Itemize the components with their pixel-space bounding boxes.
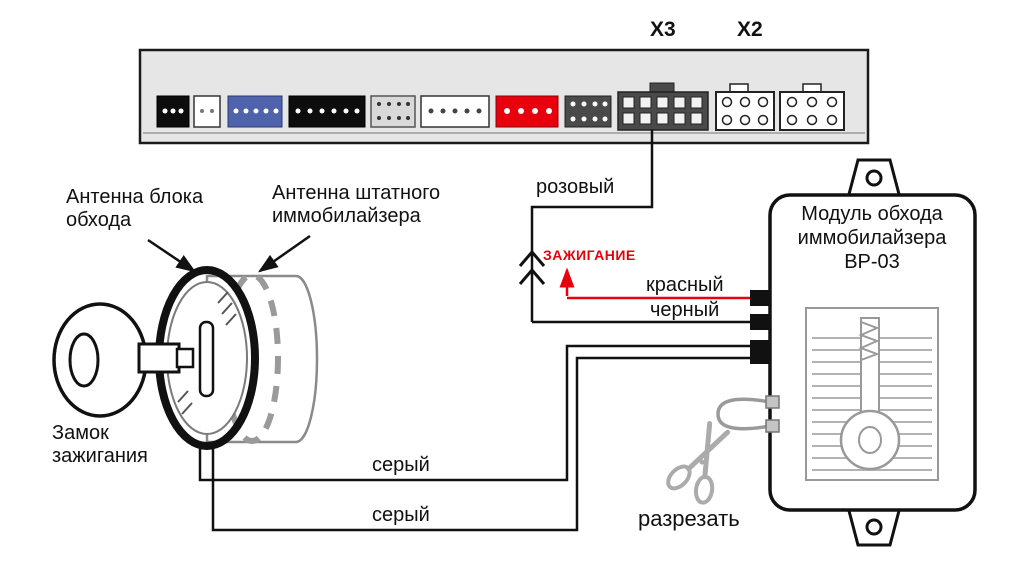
- ignition-label: ЗАЖИГАНИЕ: [543, 247, 636, 263]
- red-wire-label: красный: [646, 274, 724, 296]
- x3-connector-label: X3: [650, 18, 676, 41]
- gray-wire-top-label: серый: [372, 454, 430, 476]
- mounting-ear-bottom: [846, 505, 902, 547]
- gray-wire-bottom-label: серый: [372, 504, 430, 526]
- stock-antenna-pointer: [257, 234, 311, 273]
- connector-black-small: [156, 95, 190, 128]
- black-wire-label: черный: [650, 299, 720, 321]
- mounting-ear-top: [846, 158, 902, 200]
- alarm-unit-panel: [138, 48, 870, 145]
- ignition-lock-assembly: [52, 234, 319, 450]
- connector-white-small: [193, 95, 221, 128]
- pink-wire: [530, 130, 654, 322]
- module-title: Модуль обхода иммобилайзера ВР-03: [782, 202, 962, 274]
- bypass-antenna-pointer: [147, 238, 197, 273]
- scissors-icon: [666, 420, 731, 505]
- keyhole-slot: [198, 320, 215, 398]
- module-title-line3: ВР-03: [844, 251, 900, 273]
- module-tab-gray: [750, 340, 771, 364]
- module-title-line1: Модуль обхода: [801, 203, 943, 225]
- gray-wire-bottom: [211, 356, 756, 532]
- cut-label: разрезать: [638, 506, 740, 531]
- connector-white-long: [420, 95, 490, 128]
- connector-black-long: [288, 95, 366, 128]
- pink-wire-label: розовый: [536, 176, 615, 198]
- key-head-hole: [68, 332, 100, 388]
- connector-blue: [227, 95, 283, 128]
- connector-gray-light: [370, 95, 416, 128]
- connector-x2: [715, 83, 845, 131]
- module-tab-red: [750, 290, 771, 306]
- wire-break-chevron: [518, 249, 546, 285]
- cut-loop-wire: [716, 395, 780, 433]
- module-tab-black: [750, 314, 771, 330]
- connector-red: [495, 95, 559, 128]
- key-shaft-tip: [175, 347, 195, 369]
- stock-antenna-label: Антенна штатного иммобилайзера: [272, 182, 441, 227]
- bypass-antenna-label: Антенна блока обхода: [66, 186, 204, 231]
- key-in-coil-icon: [805, 307, 939, 481]
- connector-x3: [617, 82, 709, 131]
- ignition-lock-label: Замок зажигания: [52, 422, 148, 467]
- key-head: [52, 302, 148, 418]
- module-title-line2: иммобилайзера: [797, 227, 947, 249]
- key-shaft: [137, 342, 181, 374]
- x2-connector-label: X2: [737, 18, 763, 41]
- bypass-module: [750, 158, 977, 547]
- lock-hatch-marks: [177, 291, 237, 415]
- connector-darkgray: [564, 95, 612, 128]
- gray-wire-top: [198, 344, 756, 482]
- wires: [198, 130, 756, 532]
